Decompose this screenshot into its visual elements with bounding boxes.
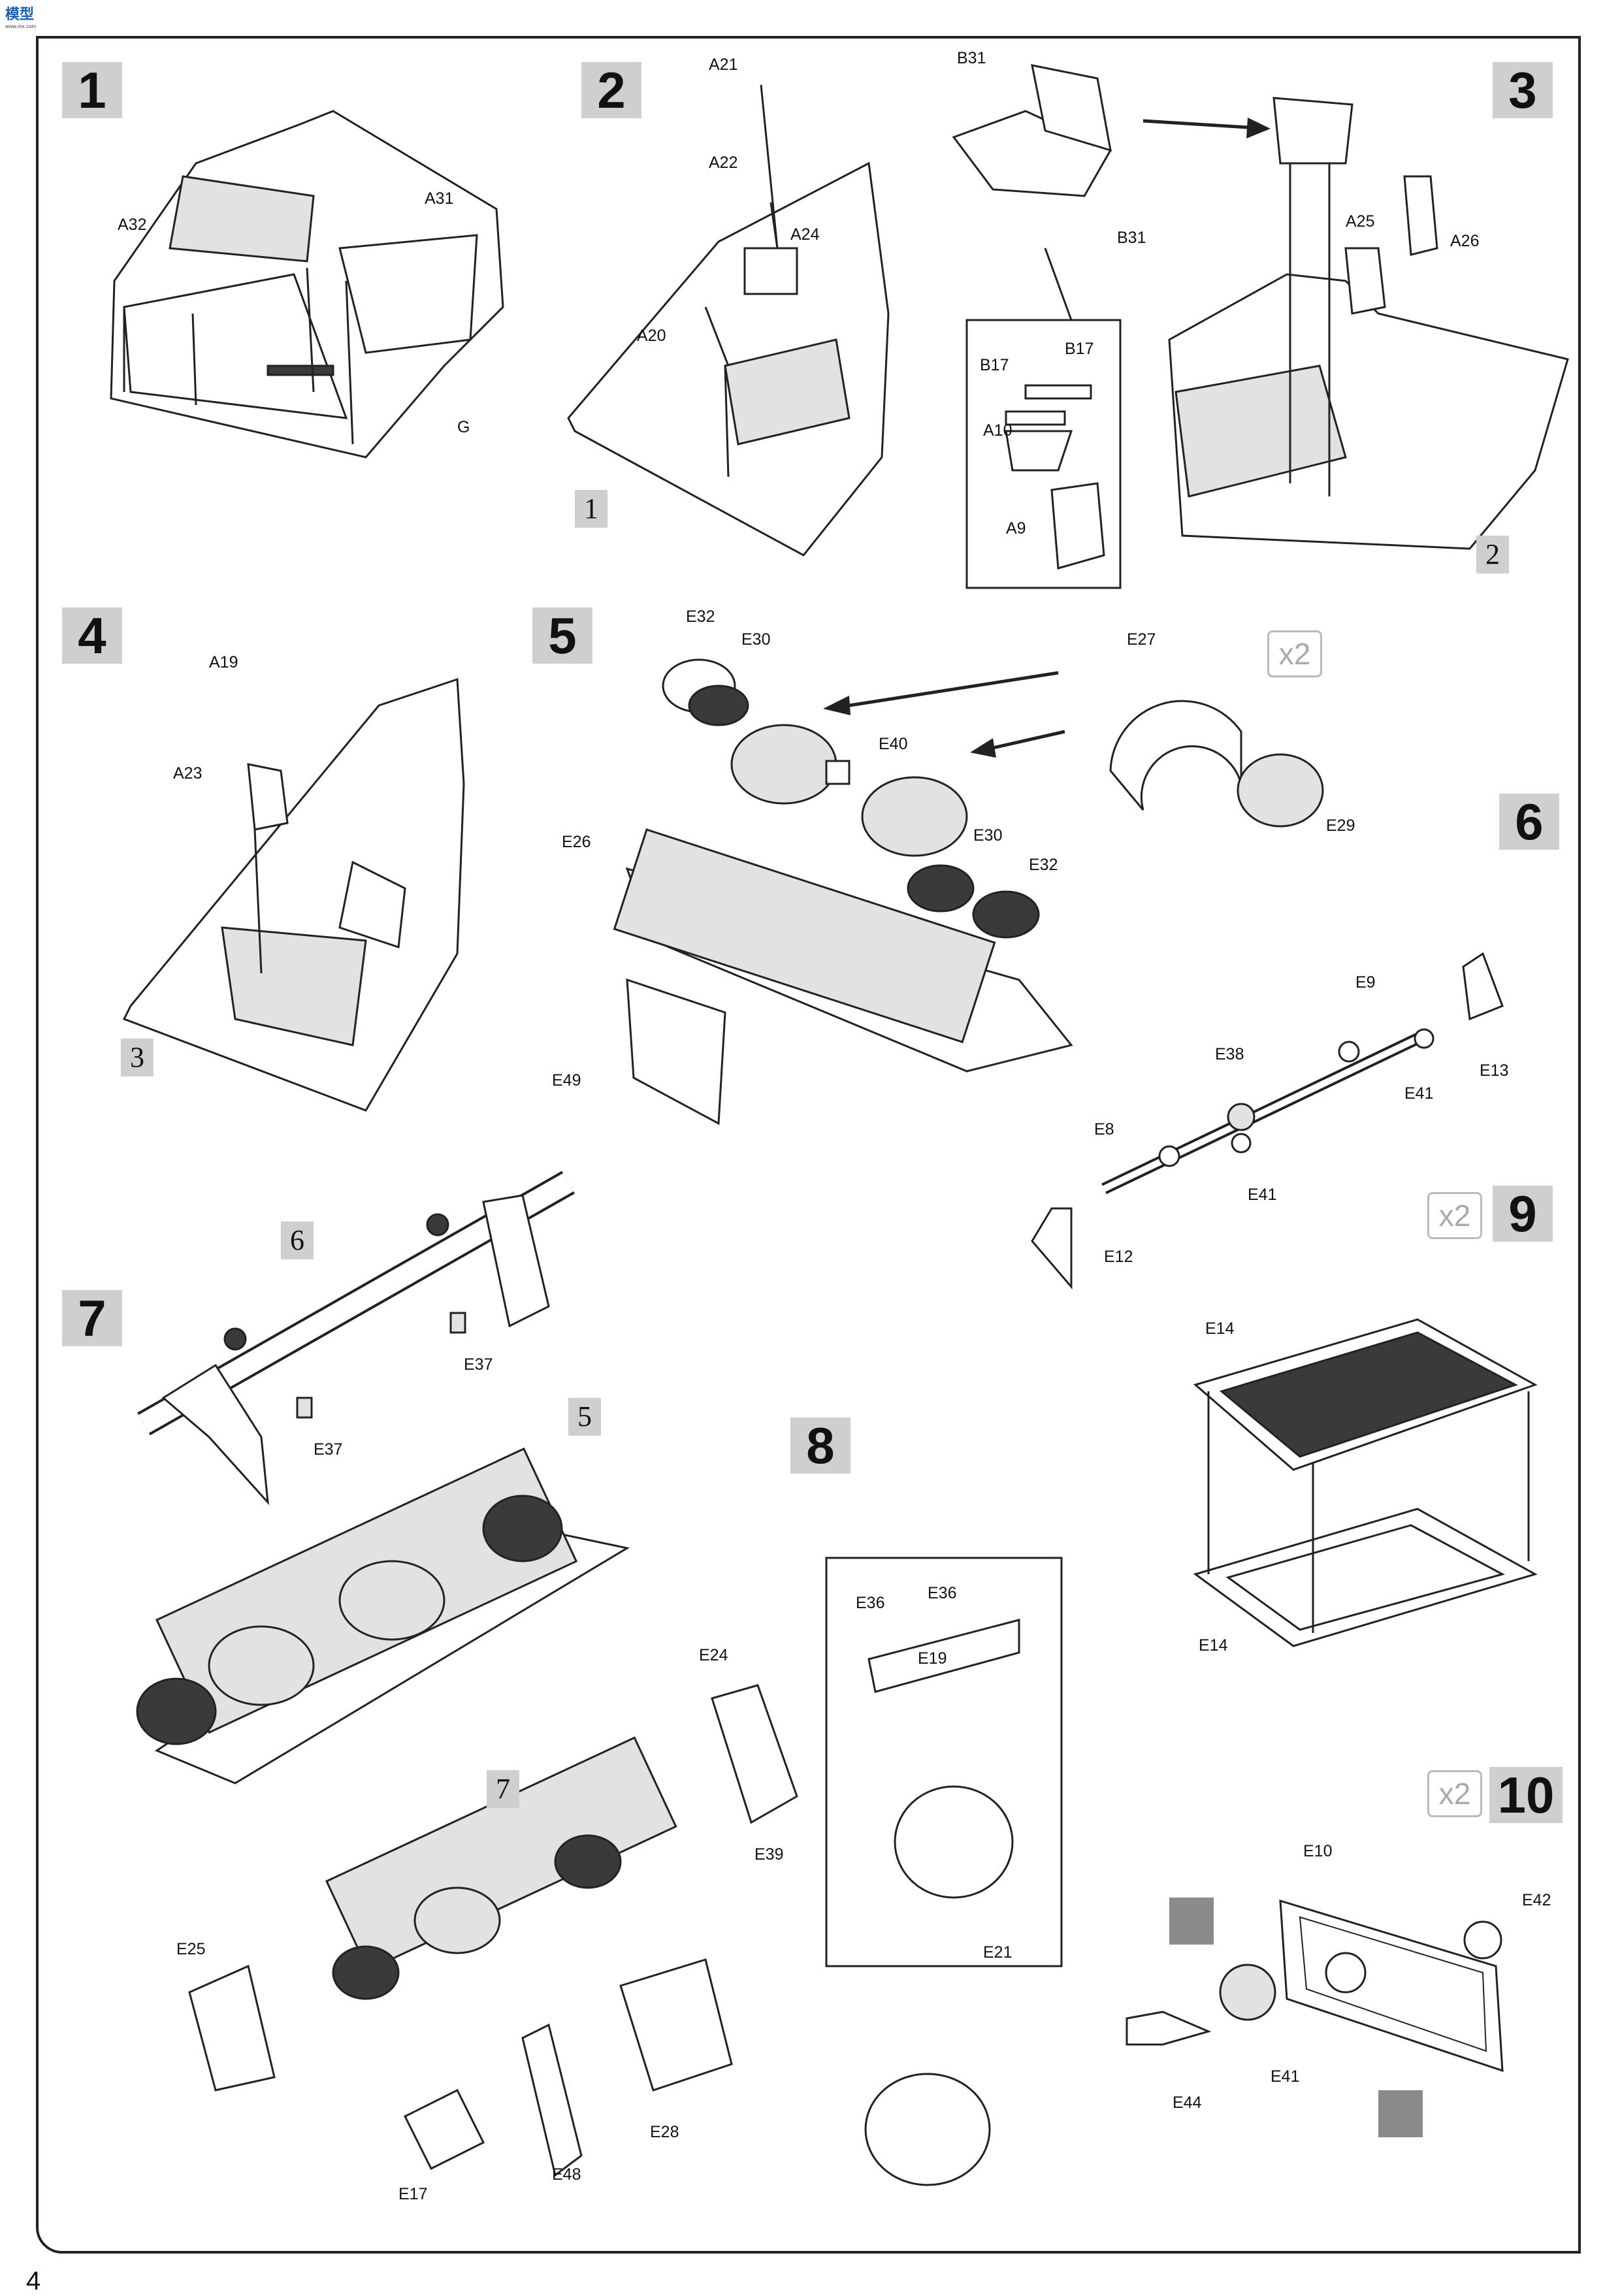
page-frame <box>36 36 1581 2254</box>
label-E12: E12 <box>1104 1248 1133 1266</box>
label-B17-right: B17 <box>1065 340 1094 358</box>
step-number-9: 9 <box>1493 1186 1553 1242</box>
logo-sub: www.mx.com <box>5 24 37 29</box>
step7-drawing <box>136 1171 630 1785</box>
label-A19: A19 <box>209 653 238 671</box>
publisher-logo: 模型 www.mx.com <box>5 3 36 29</box>
label-A24: A24 <box>790 225 820 244</box>
label-E9: E9 <box>1355 973 1376 992</box>
label-E37-right: E37 <box>464 1355 493 1374</box>
label-E17: E17 <box>398 2185 428 2203</box>
label-E49: E49 <box>552 1071 581 1090</box>
label-E29: E29 <box>1326 817 1355 835</box>
label-B31-top: B31 <box>957 49 986 67</box>
multiplier-step10: x2 <box>1427 1770 1482 1817</box>
step10-drawing <box>1126 1898 1504 2137</box>
label-E25: E25 <box>176 1940 206 1958</box>
multiplier-step5: x2 <box>1267 630 1322 677</box>
label-E44: E44 <box>1173 2094 1202 2112</box>
logo-text-a: 模 <box>5 6 20 22</box>
label-E32-top: E32 <box>686 607 715 626</box>
label-A25: A25 <box>1346 212 1375 231</box>
step9-drawing <box>1193 1318 1538 1647</box>
logo-text-b: 型 <box>20 6 35 22</box>
label-A20: A20 <box>637 327 666 345</box>
step5-drawing <box>613 658 1324 1125</box>
step8-drawing <box>188 1557 1063 2186</box>
label-E48: E48 <box>552 2165 581 2184</box>
label-E30-bottom: E30 <box>973 826 1003 845</box>
label-A21: A21 <box>709 56 738 74</box>
step-number-1: 1 <box>62 62 122 118</box>
ref-step2-from1: 1 <box>575 490 608 528</box>
step-number-6: 6 <box>1499 794 1559 850</box>
label-E14-bottom: E14 <box>1199 1636 1228 1655</box>
step-number-8: 8 <box>790 1417 850 1474</box>
ref-step8-from7: 7 <box>487 1770 519 1808</box>
ref-step3-from2: 2 <box>1476 536 1509 574</box>
seat-callout <box>952 64 1122 589</box>
label-E37-left: E37 <box>314 1440 343 1459</box>
label-E8: E8 <box>1094 1120 1114 1139</box>
label-E40: E40 <box>879 735 908 753</box>
label-A32: A32 <box>118 216 147 234</box>
label-E26: E26 <box>562 833 591 851</box>
label-E36-left: E36 <box>856 1594 885 1612</box>
step2-drawing <box>567 84 890 557</box>
ref-step7-from6: 6 <box>281 1221 314 1259</box>
label-E19: E19 <box>918 1649 947 1668</box>
label-B31-bottom: B31 <box>1117 229 1146 247</box>
label-E28: E28 <box>650 2123 679 2141</box>
label-E14-top: E14 <box>1205 1319 1235 1338</box>
label-E27: E27 <box>1127 630 1156 649</box>
label-B17-left: B17 <box>980 356 1009 374</box>
step-number-3: 3 <box>1493 62 1553 118</box>
step-number-7: 7 <box>62 1290 122 1346</box>
label-E42: E42 <box>1522 1891 1551 1909</box>
label-A26: A26 <box>1450 232 1480 250</box>
label-A10: A10 <box>983 421 1012 440</box>
multiplier-step9: x2 <box>1427 1192 1482 1239</box>
ref-step7-from5: 5 <box>568 1398 601 1436</box>
label-E24: E24 <box>699 1646 728 1664</box>
label-E32-bottom: E32 <box>1029 856 1058 874</box>
label-A23: A23 <box>173 764 202 783</box>
step4-drawing <box>122 677 465 1112</box>
label-E41-step10: E41 <box>1271 2067 1300 2086</box>
label-E36-right: E36 <box>928 1584 957 1602</box>
page-number: 4 <box>26 2267 41 2295</box>
step3-drawing <box>1142 97 1569 550</box>
step-number-10: 10 <box>1489 1767 1563 1823</box>
label-E41-top: E41 <box>1404 1084 1434 1103</box>
label-A9: A9 <box>1006 519 1026 538</box>
label-E39: E39 <box>754 1845 784 1864</box>
label-A22: A22 <box>709 154 738 172</box>
step-number-2: 2 <box>581 62 641 118</box>
label-E21: E21 <box>983 1943 1012 1962</box>
label-G: G <box>457 418 470 436</box>
label-E38: E38 <box>1215 1045 1244 1063</box>
step-number-5: 5 <box>532 607 592 664</box>
step6-drawing <box>1031 952 1504 1290</box>
label-E13: E13 <box>1480 1061 1509 1080</box>
label-E41-bottom: E41 <box>1248 1186 1277 1204</box>
step1-drawing <box>110 110 504 459</box>
ref-step4-from3: 3 <box>121 1039 154 1076</box>
label-A31: A31 <box>425 189 454 208</box>
label-E10: E10 <box>1303 1842 1333 1860</box>
step-number-4: 4 <box>62 607 122 664</box>
label-E30-top: E30 <box>741 630 771 649</box>
